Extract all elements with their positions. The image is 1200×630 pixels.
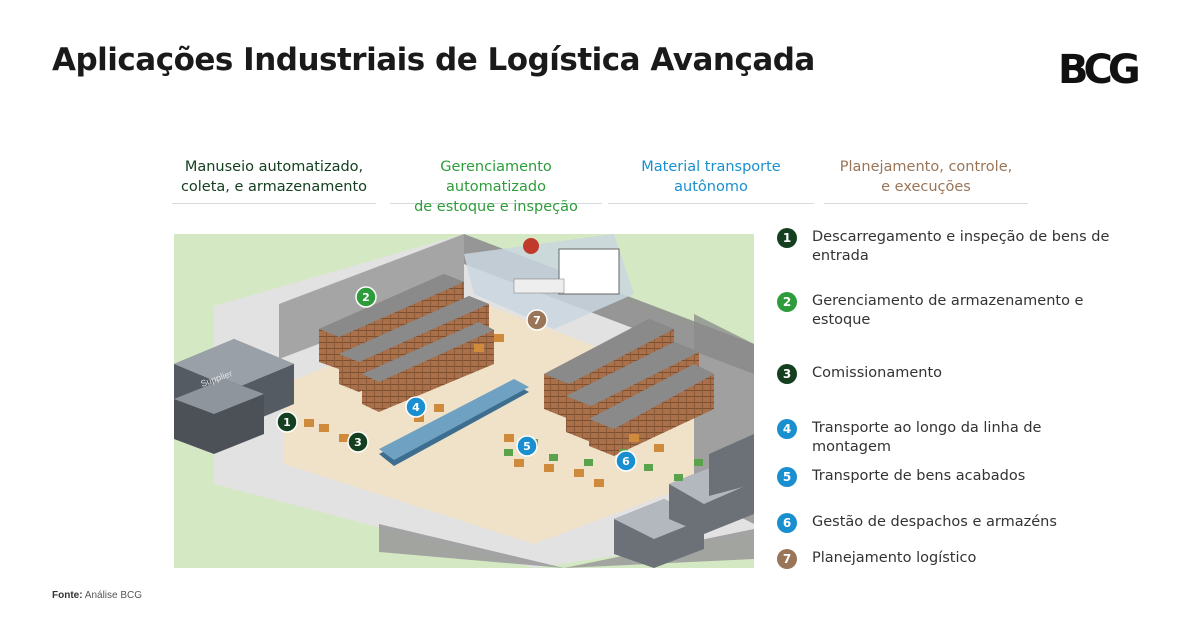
source-note: Fonte: Análise BCG — [52, 590, 142, 601]
scene-marker-2: 2 — [355, 286, 377, 308]
category-line: Planejamento, controle, — [839, 159, 1013, 175]
shelving-right — [544, 319, 714, 456]
legend-label: Gestão de despachos e armazéns — [812, 514, 1057, 530]
category-line: Gerenciamento automatizado — [440, 159, 552, 195]
legend-label: Transporte ao longo da linha de montagem — [812, 420, 1042, 455]
legend-badge: 2 — [777, 292, 797, 312]
legend-badge: 5 — [777, 467, 797, 487]
bcg-logo: BCG — [1058, 47, 1141, 93]
pallets — [304, 334, 664, 487]
legend-label: Gerenciamento de armazenamento e estoque — [812, 293, 1084, 328]
svg-text:2: 2 — [362, 291, 370, 304]
legend-item-5: 5 Transporte de bens acabados — [777, 467, 1112, 487]
category-line: Material transporte — [641, 159, 781, 175]
scene-marker-3: 3 — [347, 431, 369, 453]
legend-item-1: 1 Descarregamento e inspeção de bens de … — [777, 228, 1112, 266]
category-planning-control: Planejamento, controle, e execuções — [824, 157, 1028, 204]
legend-badge: 4 — [777, 419, 797, 439]
category-line: e execuções — [881, 179, 971, 195]
legend-label: Planejamento logístico — [812, 550, 977, 566]
legend-label: Descarregamento e inspeção de bens de en… — [812, 229, 1110, 264]
legend-badge: 6 — [777, 513, 797, 533]
legend-item-2: 2 Gerenciamento de armazenamento e estoq… — [777, 292, 1112, 330]
supplier-trucks — [174, 339, 294, 454]
category-line: autônomo — [674, 179, 748, 195]
assembly-line-top — [379, 379, 529, 460]
svg-text:7: 7 — [533, 314, 541, 327]
shelving-left — [319, 274, 494, 412]
legend-item-3: 3 Comissionamento — [777, 364, 1112, 384]
category-line: Manuseio automatizado, — [184, 159, 364, 175]
page-title: Aplicações Industriais de Logística Avan… — [52, 42, 815, 78]
svg-text:5: 5 — [523, 440, 531, 453]
source-text: Análise BCG — [84, 590, 143, 601]
source-label: Fonte: — [52, 590, 83, 601]
legend-badge: 7 — [777, 549, 797, 569]
scene-marker-1: 1 — [276, 411, 298, 433]
scene-marker-6: 6 — [615, 450, 637, 472]
category-line: de estoque e inspeção — [414, 199, 578, 215]
svg-text:1: 1 — [283, 416, 291, 429]
legend-badge: 3 — [777, 364, 797, 384]
category-line: coleta, e armazenamento — [180, 179, 368, 195]
control-desk — [513, 278, 565, 294]
svg-text:3: 3 — [354, 436, 362, 449]
legend-badge: 1 — [777, 228, 797, 248]
svg-text:4: 4 — [412, 401, 420, 414]
legend-item-6: 6 Gestão de despachos e armazéns — [777, 513, 1112, 533]
category-inventory-management: Gerenciamento automatizado de estoque e … — [390, 157, 602, 215]
category-autonomous-transport: Material transporte autônomo — [608, 157, 814, 204]
legend-label: Comissionamento — [812, 365, 943, 381]
scene-marker-7: 7 — [526, 309, 548, 331]
legend-item-4: 4 Transporte ao longo da linha de montag… — [777, 419, 1112, 457]
category-automated-handling: Manuseio automatizado, coleta, e armazen… — [172, 157, 376, 204]
pie-chart-screen — [523, 238, 539, 254]
svg-text:6: 6 — [622, 455, 630, 468]
warehouse-illustration: Supplier 2 7 1 3 4 — [174, 234, 754, 568]
legend-label: Transporte de bens acabados — [812, 468, 1026, 484]
legend-item-7: 7 Planejamento logístico — [777, 549, 1112, 569]
dispatch-trucks — [614, 434, 754, 568]
monitor-screen — [558, 248, 620, 295]
scene-marker-5: 5 — [516, 435, 538, 457]
scene-marker-4: 4 — [405, 396, 427, 418]
